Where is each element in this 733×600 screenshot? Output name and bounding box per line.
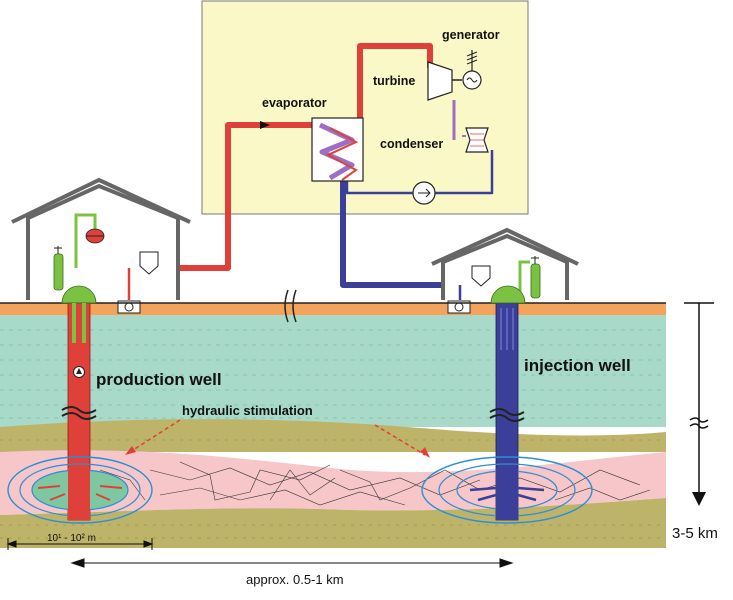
generator-label: generator xyxy=(442,28,500,42)
turbine xyxy=(427,61,456,140)
well-spacing-dimension xyxy=(70,558,514,568)
production-well-label: production well xyxy=(96,370,222,389)
production-stimulated-zone xyxy=(7,456,153,524)
fracture-zone-size-label: 10¹ - 10² m xyxy=(47,533,96,544)
ground-layers xyxy=(0,303,666,548)
condenser xyxy=(462,127,489,153)
production-well xyxy=(61,285,97,521)
condenser-label: condenser xyxy=(380,137,443,151)
direction-arrow xyxy=(260,121,270,129)
well-spacing-label: approx. 0.5-1 km xyxy=(246,572,344,587)
depth-label: 3-5 km xyxy=(672,525,718,542)
circulation-pump-icon xyxy=(412,181,436,205)
generator-icon xyxy=(452,50,482,90)
injection-well-house xyxy=(431,227,579,314)
production-well-house xyxy=(11,177,191,314)
zone-size-dimension xyxy=(6,538,154,550)
injection-stimulated-zone xyxy=(421,456,593,524)
stimulation-arrows xyxy=(129,419,426,456)
hydraulic-stimulation-label: hydraulic stimulation xyxy=(182,403,313,418)
depth-scale xyxy=(684,302,714,506)
injection-well-label: injection well xyxy=(524,356,631,375)
ground-surface-strip xyxy=(0,303,666,315)
evaporator xyxy=(311,117,364,182)
turbine-label: turbine xyxy=(373,74,415,88)
evaporator-label: evaporator xyxy=(262,96,327,110)
power-plant-box xyxy=(201,0,529,215)
distance-break-mark xyxy=(284,289,297,323)
sediment-layer xyxy=(0,315,666,427)
fracture-network xyxy=(99,461,651,506)
